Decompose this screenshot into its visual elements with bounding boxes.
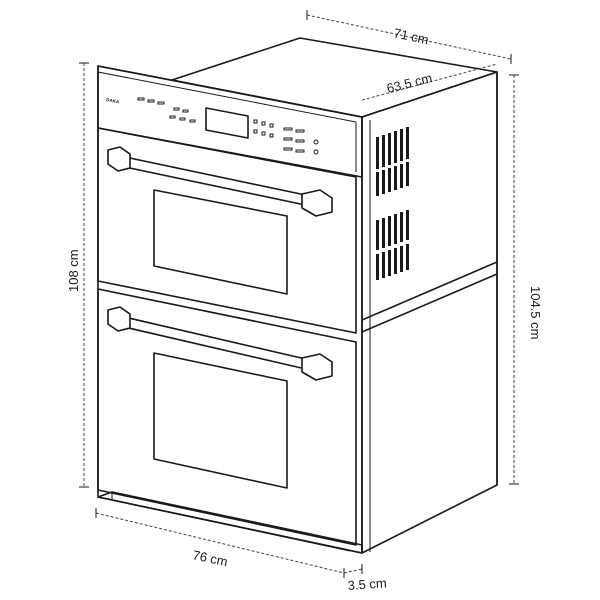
lower-handle-bar <box>119 315 311 371</box>
lower-door <box>97 288 357 546</box>
upper-window <box>153 189 288 295</box>
upper-handle-left-cap <box>107 146 131 172</box>
control-buttons <box>137 97 319 155</box>
dim-line-3-5 <box>343 568 363 574</box>
display-screen <box>205 107 249 139</box>
cabinet-body <box>171 37 498 554</box>
lower-handle-left-cap <box>107 306 131 332</box>
upper-handle-right-cap <box>301 189 333 217</box>
vent-grille-icon <box>376 127 409 280</box>
control-panel-icon: DAKA <box>97 65 363 178</box>
label-108cm: 108 cm <box>66 249 81 292</box>
lower-handle-right-cap <box>301 353 333 381</box>
cabinet-top <box>171 37 498 118</box>
dimension-lines <box>79 10 519 578</box>
control-panel <box>97 65 363 178</box>
label-3-5cm: 3.5 cm <box>347 575 387 593</box>
lower-oven-door <box>97 288 357 546</box>
label-63-5cm: 63.5 cm <box>385 70 434 96</box>
dim-line-76 <box>95 512 345 574</box>
upper-oven-door <box>97 127 357 334</box>
lower-window <box>153 352 288 489</box>
vent-upper <box>376 127 409 196</box>
label-76cm: 76 cm <box>191 547 229 569</box>
label-104-5cm: 104.5 cm <box>528 286 543 339</box>
dim-line-63-5 <box>361 63 498 101</box>
front-panel <box>97 65 363 554</box>
brand-logo: DAKA <box>106 97 120 105</box>
vent-lower <box>376 210 409 280</box>
oven-front-frame <box>97 65 363 554</box>
upper-door <box>97 127 357 334</box>
label-71cm: 71 cm <box>392 25 430 47</box>
